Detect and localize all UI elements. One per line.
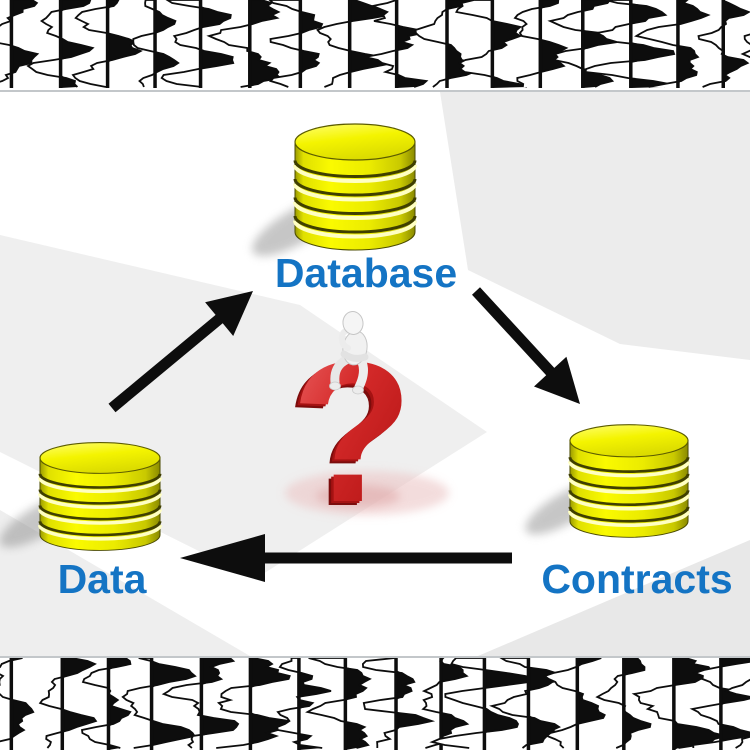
seismic-pattern-top-icon [0,0,750,88]
question-mark-icon: ? ? ? [286,311,413,513]
seismic-pattern-bottom-icon [0,658,750,750]
contracts-cylinder-icon [568,424,690,538]
node-label-data: Data [57,556,147,602]
thinking-person-icon [329,311,369,395]
node-label-database: Database [274,250,458,296]
database-cylinder-icon [293,123,417,251]
node-label-contracts: Contracts [541,556,733,602]
seismic-strip-top [0,0,750,92]
data-cylinder-icon [38,442,162,551]
seismic-strip-bottom [0,656,750,750]
